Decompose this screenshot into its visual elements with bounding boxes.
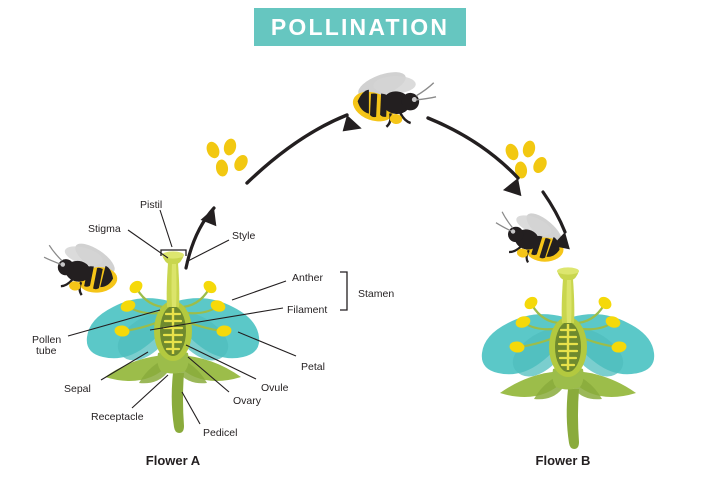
label-petal: Petal (301, 361, 325, 373)
label-pedicel: Pedicel (203, 427, 238, 439)
label-stamen: Stamen (358, 288, 395, 300)
bee-in-flight (346, 60, 441, 133)
page-title: POLLINATION (270, 13, 450, 40)
label-pollen-tube-1: Pollen (32, 334, 62, 346)
label-ovary: Ovary (233, 395, 262, 407)
pollen-cluster-right (503, 139, 550, 180)
page-title-banner: POLLINATION (254, 8, 466, 46)
label-pollen-tube-2: tube (36, 345, 57, 357)
pollen-transfer-arrow-down (426, 116, 570, 250)
label-pistil: Pistil (140, 199, 163, 211)
bee-on-flower-b (487, 199, 576, 272)
label-receptacle: Receptacle (91, 411, 144, 423)
caption-flower-b: Flower B (535, 453, 591, 468)
pollen-transfer-arrow-up (184, 113, 362, 270)
pollen-cluster-left (204, 137, 251, 178)
label-ovule: Ovule (261, 382, 289, 394)
label-stigma: Stigma (88, 223, 121, 235)
flower-b-illustration (480, 266, 656, 451)
label-style: Style (232, 230, 256, 242)
caption-flower-a: Flower A (145, 453, 201, 468)
label-sepal: Sepal (64, 383, 91, 395)
label-filament: Filament (287, 304, 328, 316)
bee-on-flower-a (38, 232, 127, 302)
label-anther: Anther (292, 272, 323, 284)
label-leader-lines (67, 209, 348, 425)
